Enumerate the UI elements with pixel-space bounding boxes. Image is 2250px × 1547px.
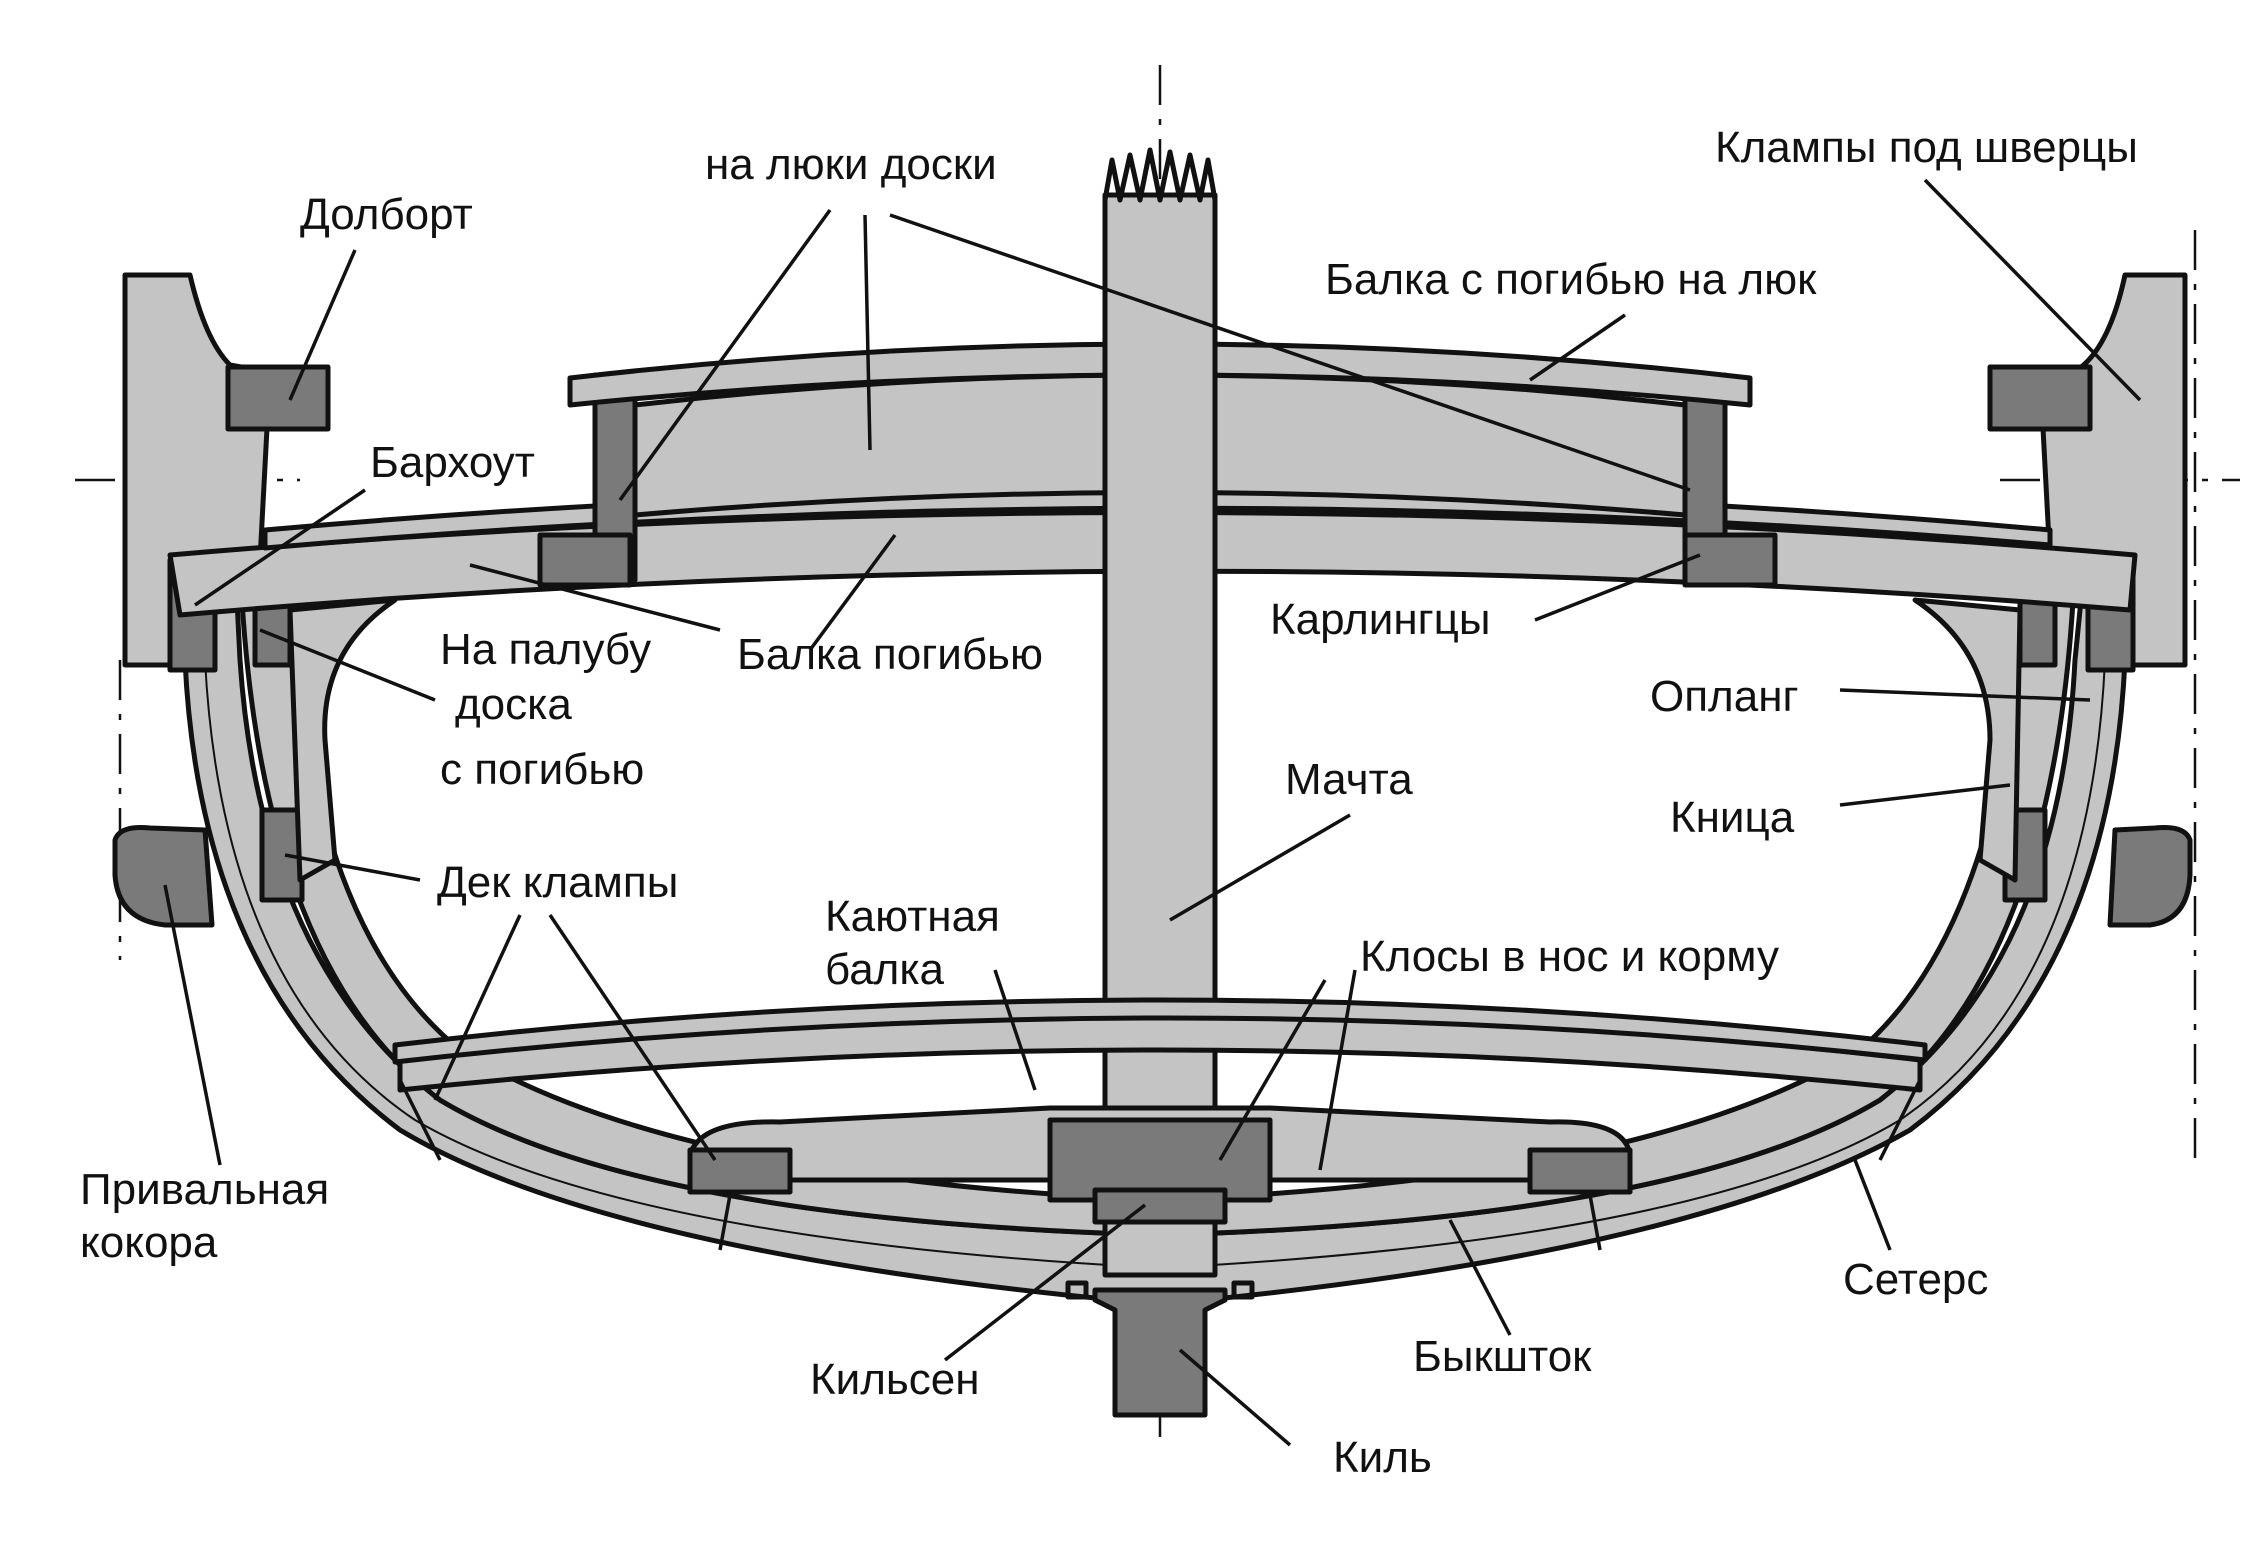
- label-kilsen: Кильсен: [810, 1355, 980, 1404]
- label-oplang: Опланг: [1650, 672, 1799, 721]
- mast: [1102, 192, 1218, 1278]
- label-privalnaya-2: кокора: [80, 1218, 218, 1267]
- keel-rabbet-left: [1065, 1280, 1089, 1300]
- clos-block-right: [1527, 1147, 1633, 1195]
- frame-joint-mid-left: [718, 1194, 732, 1251]
- carling-left: [537, 532, 633, 588]
- label-clamp-shvertsy: Клампы под шверцы: [1715, 123, 2138, 172]
- cabin-deck-planking: [392, 997, 1928, 1065]
- label-hatch-boards: на люки доски: [705, 140, 997, 189]
- leader-lines: [163, 178, 2142, 1447]
- label-deck-board-1: На палубу: [440, 625, 652, 674]
- label-mast: Мачта: [1285, 755, 1413, 804]
- label-cabin-beam-2: балка: [825, 945, 945, 994]
- label-bykshtok: Быкшток: [1413, 1332, 1592, 1381]
- carling-right: [1682, 532, 1778, 588]
- label-karlingtsy: Карлингцы: [1270, 595, 1491, 644]
- wale-right: [2107, 825, 2193, 928]
- label-klosy: Клосы в нос и корму: [1360, 932, 1779, 981]
- clos-block-left: [687, 1147, 793, 1195]
- label-seters: Сетерс: [1843, 1255, 1989, 1304]
- frame-joint-mid-right: [1588, 1194, 1602, 1251]
- label-beam-camber: Балка погибью: [737, 630, 1043, 679]
- keel-rabbet-right: [1231, 1280, 1255, 1300]
- keel: [1092, 1287, 1228, 1418]
- dolbort-block-left: [225, 364, 331, 432]
- frame-joint-right: [1878, 1079, 1922, 1161]
- knee-left: [287, 597, 398, 883]
- label-cabin-beam-1: Каютная: [825, 892, 1000, 941]
- wale-left: [112, 825, 215, 928]
- label-knitsa: Кница: [1670, 793, 1795, 842]
- label-beam-hatch: Балка с погибью на люк: [1325, 255, 1817, 304]
- label-deck-board-3: с погибью: [440, 745, 645, 794]
- label-deck-clamps: Дек клампы: [437, 858, 679, 907]
- label-deck-board-2: доска: [455, 680, 572, 729]
- label-dolbort: Долборт: [300, 190, 473, 239]
- keelson: [1092, 1187, 1228, 1225]
- shvertsy-clamp-right: [1987, 364, 2093, 432]
- knee-right: [1912, 597, 2023, 883]
- label-privalnaya-1: Привальная: [80, 1165, 330, 1214]
- frame-joint-left: [398, 1079, 442, 1161]
- label-barkhout: Бархоут: [370, 438, 535, 487]
- mast-top-break: [1102, 147, 1218, 203]
- label-keel: Киль: [1333, 1433, 1432, 1482]
